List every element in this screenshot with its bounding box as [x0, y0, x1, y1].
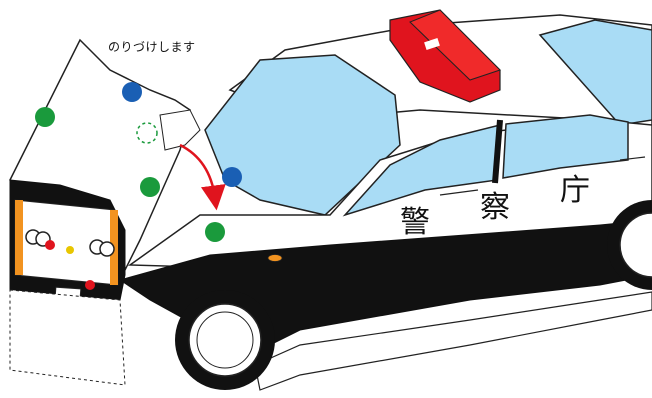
rear-wheel	[607, 200, 652, 290]
door-text-char-3: 庁	[560, 173, 590, 208]
left-turn-signal	[15, 200, 23, 275]
headlights-right	[89, 239, 115, 257]
side-marker-reflector	[267, 254, 283, 262]
glue-marker-blue-2	[222, 167, 242, 187]
glue-marker-green-1	[35, 107, 55, 127]
windshield	[204, 54, 401, 216]
front-bumper-tab	[9, 289, 126, 386]
rear-side-window	[502, 114, 629, 179]
red-light-right	[85, 280, 95, 290]
door-text-char-1: 警	[400, 205, 430, 240]
fold-direction-arrow	[179, 143, 226, 211]
red-light-left	[45, 240, 55, 250]
front-wheel	[175, 290, 275, 390]
hood-inner-panel	[159, 109, 201, 151]
glue-instruction-label: のりづけします	[108, 40, 196, 54]
glue-marker-green-3	[205, 222, 225, 242]
rocker-panel	[254, 291, 652, 391]
glue-marker-green-2	[140, 177, 160, 197]
door-handle-front	[439, 189, 479, 196]
door-text-char-2: 察	[480, 190, 510, 225]
glue-marker-green-outline	[136, 122, 158, 144]
rear-window	[538, 19, 652, 126]
glue-marker-blue-1	[122, 82, 142, 102]
b-pillar	[492, 119, 503, 184]
roof-light-bar	[389, 9, 501, 103]
emblem-icon	[66, 246, 74, 254]
door-handle-rear	[619, 156, 646, 161]
